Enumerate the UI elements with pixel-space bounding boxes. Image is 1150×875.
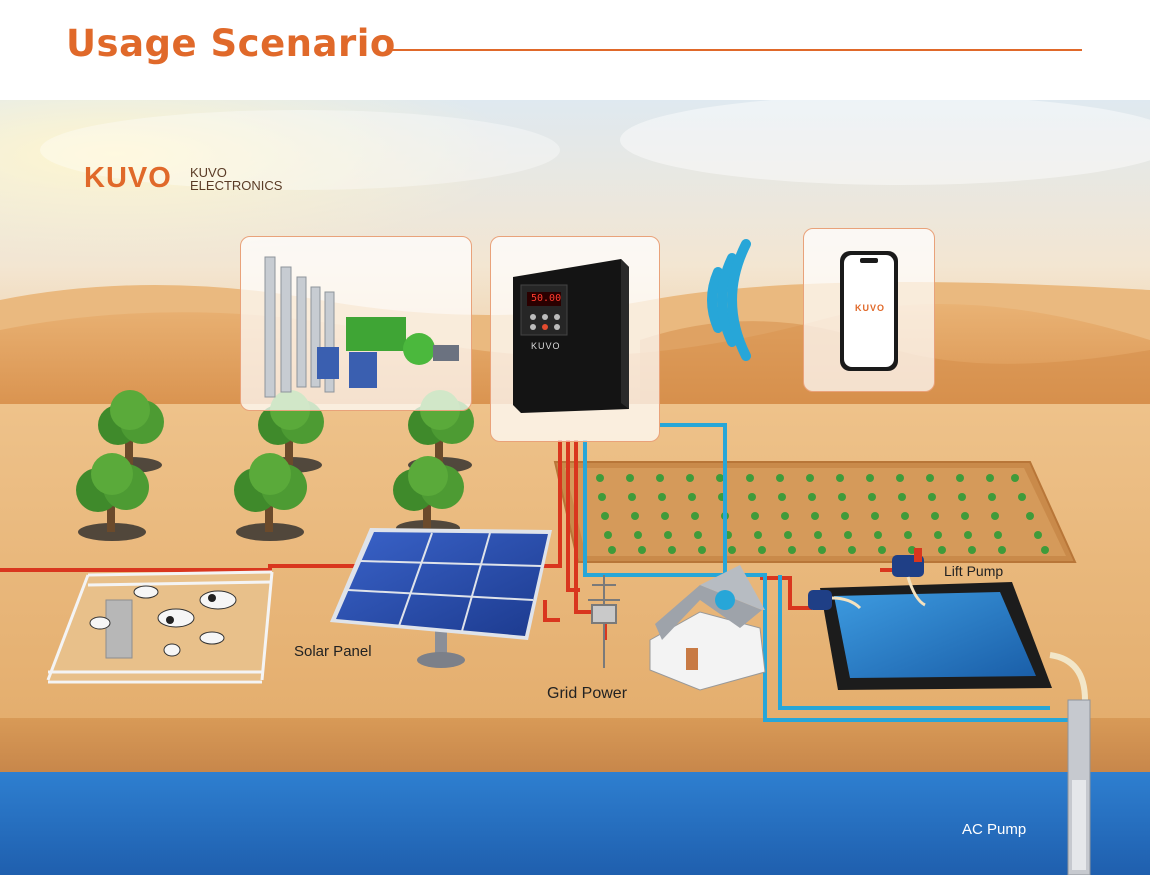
pump-products-icon bbox=[264, 256, 459, 398]
brand-company-name: KUVO ELECTRONICS bbox=[190, 166, 300, 192]
page-title: Usage Scenario bbox=[66, 22, 396, 65]
label-solar-panel: Solar Panel bbox=[294, 643, 372, 660]
product-card-pumps bbox=[240, 236, 472, 411]
header: Usage Scenario bbox=[0, 0, 1150, 100]
tree-icon bbox=[393, 456, 464, 536]
vfd-display: 50.00 bbox=[531, 293, 562, 304]
cow-icon bbox=[199, 631, 225, 645]
brand-company-line2: ELECTRONICS bbox=[190, 178, 283, 193]
label-lift-pump: Lift Pump bbox=[944, 563, 1004, 579]
label-grid-power: Grid Power bbox=[547, 685, 628, 702]
house-icon bbox=[649, 565, 766, 691]
product-card-vfd: 50.00 KUVO bbox=[490, 236, 660, 442]
wifi-signal-icon bbox=[707, 239, 751, 361]
phone-app-brand: KUVO bbox=[855, 303, 886, 313]
cow-icon bbox=[199, 590, 237, 610]
solar-panel-icon bbox=[330, 528, 552, 668]
livestock-corral bbox=[46, 570, 274, 684]
crop-field bbox=[553, 461, 1077, 563]
pump-icon bbox=[1049, 652, 1091, 875]
tree-icon bbox=[76, 453, 149, 541]
pump-icon bbox=[808, 590, 862, 610]
product-card-phone: KUVO bbox=[803, 228, 935, 392]
vfd-drive-icon bbox=[513, 259, 629, 413]
cow-icon bbox=[163, 643, 181, 657]
cow-icon bbox=[133, 585, 159, 599]
cow-icon bbox=[89, 616, 111, 630]
brand-logo: KUVO bbox=[84, 162, 172, 194]
cow-icon bbox=[157, 608, 195, 628]
vfd-brand-label: KUVO bbox=[531, 341, 561, 351]
label-ac-pump: AC Pump bbox=[962, 821, 1027, 838]
title-divider bbox=[392, 49, 1082, 51]
brand-company-line1: KUVO bbox=[190, 165, 227, 180]
water-reservoir bbox=[820, 582, 1052, 690]
phone-icon bbox=[840, 251, 898, 371]
transformer-icon bbox=[588, 575, 620, 668]
tree-icon bbox=[234, 453, 307, 541]
pump-icon bbox=[892, 548, 926, 607]
usage-scene: 50.00 KUVO KUVO KUVO KUVO ELECTRONICS So… bbox=[0, 100, 1150, 875]
scene-illustration bbox=[0, 100, 1150, 875]
